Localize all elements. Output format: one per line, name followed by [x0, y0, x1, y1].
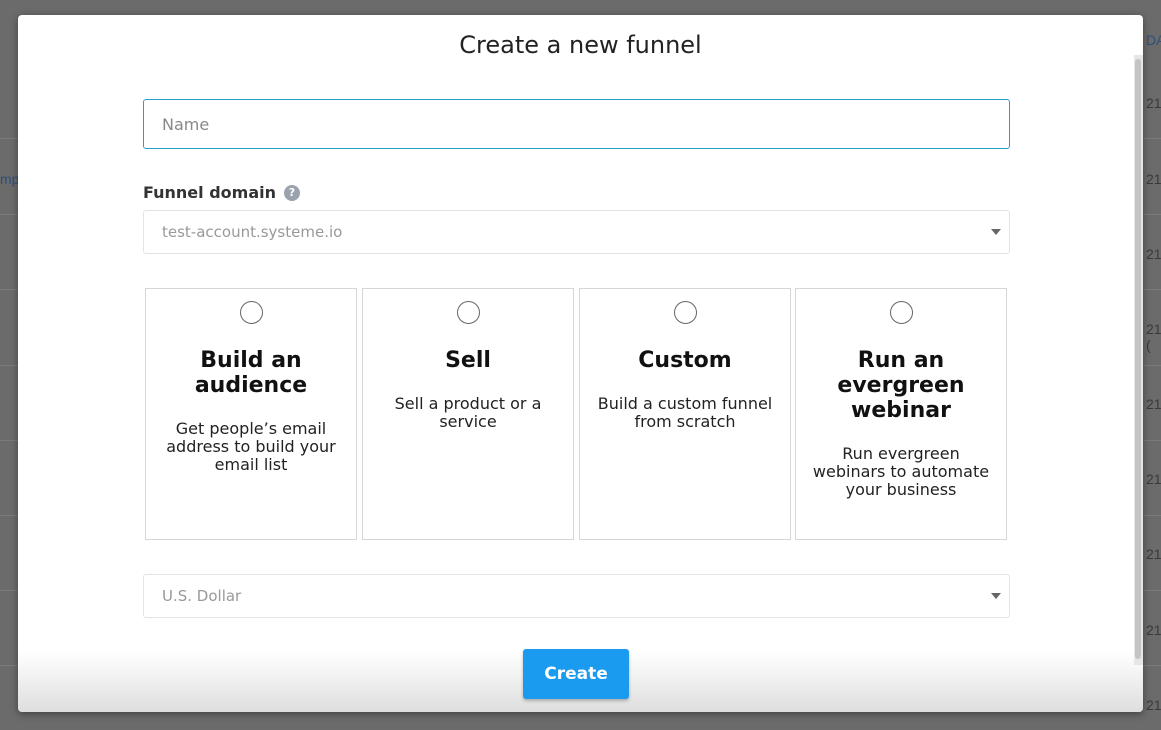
bg-cell: 21 — [1146, 697, 1161, 713]
goal-card-description: Run evergreen webinars to automate your … — [812, 444, 990, 499]
caret-down-icon — [991, 593, 1001, 599]
goal-card-sell[interactable]: Sell Sell a product or a service — [362, 288, 574, 540]
modal-scrollbar-thumb[interactable] — [1135, 59, 1141, 659]
goal-card-title: Run an evergreen webinar — [837, 348, 965, 423]
funnel-domain-label: Funnel domain ? — [143, 183, 300, 202]
create-funnel-modal: Create a new funnel Funnel domain ? test… — [18, 15, 1143, 712]
funnel-domain-label-text: Funnel domain — [143, 183, 276, 202]
goal-card-custom[interactable]: Custom Build a custom funnel from scratc… — [579, 288, 791, 540]
bg-cell: DA — [1146, 32, 1161, 48]
modal-title: Create a new funnel — [459, 31, 702, 59]
goal-card-description: Get people’s email address to build your… — [166, 419, 336, 474]
currency-value: U.S. Dollar — [162, 587, 242, 605]
goal-card-description: Build a custom funnel from scratch — [597, 394, 773, 431]
funnel-name-input[interactable] — [143, 99, 1010, 149]
radio-circle-icon[interactable] — [673, 301, 697, 324]
goal-card-title: Sell — [445, 348, 491, 373]
radio-circle-icon[interactable] — [456, 301, 480, 324]
bg-cell: 21 ( — [1146, 321, 1161, 353]
bg-cell: 21 — [1146, 246, 1161, 262]
goal-card-evergreen-webinar[interactable]: Run an evergreen webinar Run evergreen w… — [795, 288, 1007, 540]
question-circle-icon[interactable]: ? — [284, 184, 300, 201]
radio-circle-icon[interactable] — [239, 301, 263, 324]
bg-cell: 21 — [1146, 171, 1161, 187]
bg-cell-link: mp — [0, 171, 20, 187]
modal-scrollbar[interactable] — [1134, 55, 1143, 665]
bg-cell: 21 — [1146, 95, 1161, 111]
goal-card-title: Build an audience — [194, 348, 308, 398]
bg-cell: 21 — [1146, 622, 1161, 638]
caret-down-icon — [991, 229, 1001, 235]
funnel-domain-select[interactable]: test-account.systeme.io — [143, 210, 1010, 254]
radio-circle-icon[interactable] — [889, 301, 913, 324]
bg-cell: 21 — [1146, 471, 1161, 487]
bg-cell: 21 — [1146, 546, 1161, 562]
create-button[interactable]: Create — [523, 649, 629, 699]
goal-card-title: Custom — [638, 348, 732, 373]
funnel-domain-value: test-account.systeme.io — [162, 223, 343, 241]
goal-card-build-audience[interactable]: Build an audience Get people’s email add… — [145, 288, 357, 540]
currency-select[interactable]: U.S. Dollar — [143, 574, 1010, 618]
goal-card-description: Sell a product or a service — [394, 394, 542, 431]
bg-cell: 21 — [1146, 396, 1161, 412]
